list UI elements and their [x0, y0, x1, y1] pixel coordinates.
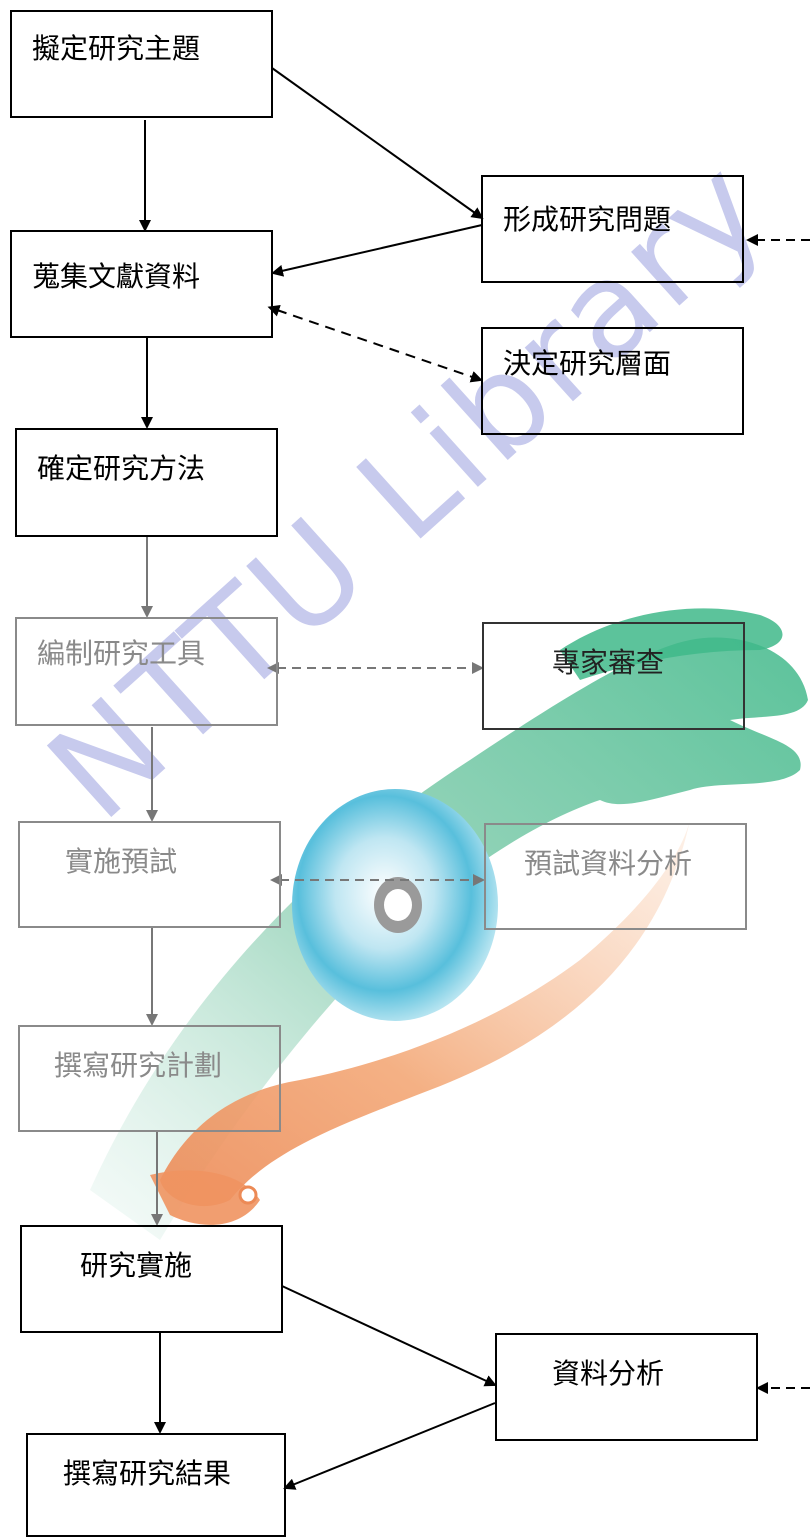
orange-wrist-shape [150, 1170, 260, 1225]
arrow-analysis-to-results [283, 1402, 496, 1490]
dashed-arrow-literature-level [267, 304, 483, 383]
node-expert: 專家審查 [482, 622, 745, 730]
arrow-implement-to-analysis [281, 1285, 497, 1387]
node-topic: 擬定研究主題 [10, 10, 273, 118]
node-implement-label: 研究實施 [80, 1249, 193, 1282]
node-literature: 蒐集文獻資料 [10, 230, 273, 338]
node-question-label: 形成研究問題 [503, 203, 672, 236]
node-analysis: 資料分析 [495, 1333, 758, 1441]
node-pretest-label: 實施預試 [65, 845, 178, 878]
node-results: 撰寫研究結果 [26, 1433, 286, 1537]
node-literature-label: 蒐集文獻資料 [32, 260, 201, 293]
arrow-question-to-literature [271, 224, 483, 277]
node-proposal: 撰寫研究計劃 [18, 1025, 281, 1132]
node-method-label: 確定研究方法 [37, 452, 206, 485]
node-tool-label: 編制研究工具 [37, 637, 206, 670]
pen-dot-icon [238, 1185, 258, 1205]
node-level: 決定研究層面 [481, 327, 744, 435]
node-proposal-label: 撰寫研究計劃 [54, 1049, 223, 1082]
node-pretest-analysis: 預試資料分析 [484, 823, 747, 930]
green-hand-shape [90, 637, 808, 1240]
arrow-topic-to-question [271, 67, 484, 220]
node-level-label: 決定研究層面 [503, 347, 672, 380]
orange-hand-shape [160, 820, 690, 1207]
node-expert-label: 專家審查 [552, 646, 665, 679]
node-pretest: 實施預試 [18, 821, 281, 928]
node-pretest-analysis-label: 預試資料分析 [524, 847, 693, 880]
node-results-label: 撰寫研究結果 [63, 1457, 232, 1490]
node-question: 形成研究問題 [481, 175, 744, 283]
node-topic-label: 擬定研究主題 [32, 32, 201, 65]
node-implement: 研究實施 [20, 1225, 283, 1333]
node-tool: 編制研究工具 [15, 617, 278, 726]
node-method: 確定研究方法 [15, 428, 278, 537]
node-analysis-label: 資料分析 [552, 1357, 665, 1390]
green-finger-shape [560, 608, 783, 680]
